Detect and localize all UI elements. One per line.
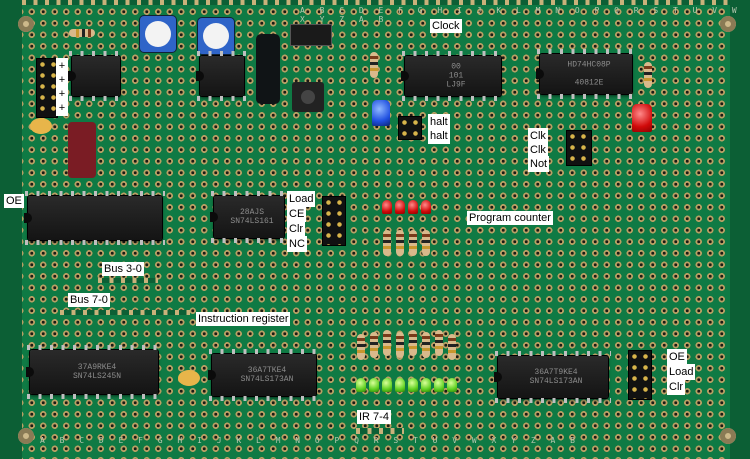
- clock-logic-chip-1-marking: 00 101 LJ9F: [446, 62, 466, 90]
- pc-led-2: [395, 200, 405, 214]
- ir-led-7: [434, 378, 444, 392]
- chip-notch: [401, 71, 409, 81]
- label-bus-3-0: Bus 3-0: [102, 262, 144, 276]
- label-nc: NC: [287, 236, 307, 252]
- label-ir-7-4: IR 7-4: [357, 410, 391, 424]
- timer-chip-left: [68, 51, 123, 101]
- ir-resistor-6: [422, 332, 430, 358]
- label-not: Not: [528, 156, 550, 172]
- program-counter-chip: 28AJS SN74LS161: [210, 191, 287, 243]
- ir-led-6: [421, 378, 431, 392]
- ceramic-capacitor: [30, 118, 52, 134]
- ir-resistor-8: [448, 334, 456, 360]
- electrolytic-capacitor-black: [256, 34, 280, 104]
- bus-transceiver-chip-marking: 37A9RKE4 SN74LS245N: [72, 363, 121, 381]
- board-left-edge: [0, 0, 22, 459]
- label-clr-right: Clr: [667, 379, 686, 395]
- label-clr: Clr: [287, 221, 306, 237]
- pc-resistor-2: [396, 230, 404, 256]
- label-halt-2: halt: [428, 128, 450, 144]
- power-header: [36, 58, 58, 118]
- ir-led-3: [382, 378, 392, 392]
- ir-resistor-7: [435, 330, 443, 356]
- slide-switch: [290, 24, 332, 46]
- ir-resistor-1: [357, 334, 365, 360]
- label-oe-right: OE: [667, 349, 687, 365]
- resistor-top-left: [69, 29, 95, 37]
- top-edge-pads: [22, 0, 730, 5]
- chip-notch: [210, 212, 218, 222]
- chip-notch: [494, 372, 502, 382]
- label-clk-1: Clk: [528, 128, 548, 144]
- ir-resistor-5: [409, 330, 417, 356]
- halt-header: [398, 116, 422, 140]
- label-clock: Clock: [430, 19, 462, 33]
- board-right-edge: [730, 0, 750, 459]
- clock-logic-chip-1: 00 101 LJ9F: [401, 51, 504, 101]
- ir-led-4: [395, 378, 405, 392]
- timer-chip-middle: [196, 51, 247, 101]
- resistor-clock-led: [644, 62, 652, 88]
- ir-led-5: [408, 378, 418, 392]
- output-register-chip: 36A7T9KE4 SN74LS173AN: [494, 351, 611, 403]
- ir-resistor-3: [383, 330, 391, 356]
- mounting-hole-bottom-right: [720, 428, 736, 444]
- bottom-column-letters: A B C D E F G H I J K L M N O P Q R S T …: [40, 436, 580, 445]
- potentiometer-right: [198, 18, 234, 54]
- pc-resistor-1: [383, 230, 391, 256]
- instruction-register-chip: 36A7TKE4 SN74LS173AN: [208, 349, 319, 401]
- ceramic-capacitor-bottom: [178, 370, 200, 386]
- label-halt-1: halt: [428, 114, 450, 130]
- mounting-hole-bottom-left: [18, 428, 34, 444]
- label-clk-2: Clk: [528, 142, 548, 158]
- register-chip-left: [24, 191, 165, 245]
- pc-led-4: [421, 200, 431, 214]
- label-instruction-register: Instruction register: [196, 312, 291, 326]
- pc-led-3: [408, 200, 418, 214]
- chip-notch: [68, 71, 76, 81]
- chip-notch: [24, 213, 32, 223]
- label-load: Load: [287, 191, 316, 207]
- ir-led-8: [447, 378, 457, 392]
- counter-control-header: [322, 196, 346, 246]
- label-load-right: Load: [667, 364, 696, 380]
- ir-output-pins: [356, 428, 404, 434]
- ir-led-2: [369, 378, 379, 392]
- output-register-chip-marking: 36A7T9KE4 SN74LS173AN: [529, 368, 583, 386]
- blue-led: [372, 100, 390, 126]
- instruction-register-chip-marking: 36A7TKE4 SN74LS173AN: [240, 366, 294, 384]
- power-plus-label: + + + +: [56, 58, 68, 116]
- chip-notch: [26, 367, 34, 377]
- chip-notch: [208, 370, 216, 380]
- bus-7-0-pins: [60, 310, 190, 315]
- label-program-counter: Program counter: [467, 211, 553, 225]
- chip-notch: [536, 69, 544, 79]
- program-counter-chip-marking: 28AJS SN74LS161: [230, 208, 274, 226]
- red-led-clock: [632, 104, 652, 132]
- ir-led-1: [356, 378, 366, 392]
- electrolytic-capacitor: [68, 122, 96, 178]
- pc-led-1: [382, 200, 392, 214]
- ir-resistor-2: [370, 332, 378, 358]
- label-oe-left: OE: [4, 194, 24, 208]
- clock-output-header: [566, 130, 592, 166]
- bus-transceiver-chip: 37A9RKE4 SN74LS245N: [26, 345, 161, 399]
- mounting-hole-top-right: [720, 16, 736, 32]
- label-bus-7-0: Bus 7-0: [68, 293, 110, 307]
- push-button: [292, 82, 324, 112]
- pc-resistor-4: [422, 230, 430, 256]
- label-ce: CE: [287, 206, 307, 222]
- chip-notch: [196, 71, 204, 81]
- ir-resistor-4: [396, 332, 404, 358]
- potentiometer-left: [140, 16, 176, 52]
- mounting-hole-top-left: [18, 16, 34, 32]
- pc-resistor-3: [409, 230, 417, 256]
- top-column-letters: A B C D E F G H I J K L M N O P Q R S T …: [300, 6, 742, 24]
- resistor-clock: [370, 52, 378, 78]
- clock-logic-chip-2-marking: HD74HC08P 40812E: [567, 60, 611, 88]
- clock-logic-chip-2: HD74HC08P 40812E: [536, 49, 635, 99]
- output-control-header: [628, 350, 652, 400]
- bus-3-0-pins: [98, 278, 158, 283]
